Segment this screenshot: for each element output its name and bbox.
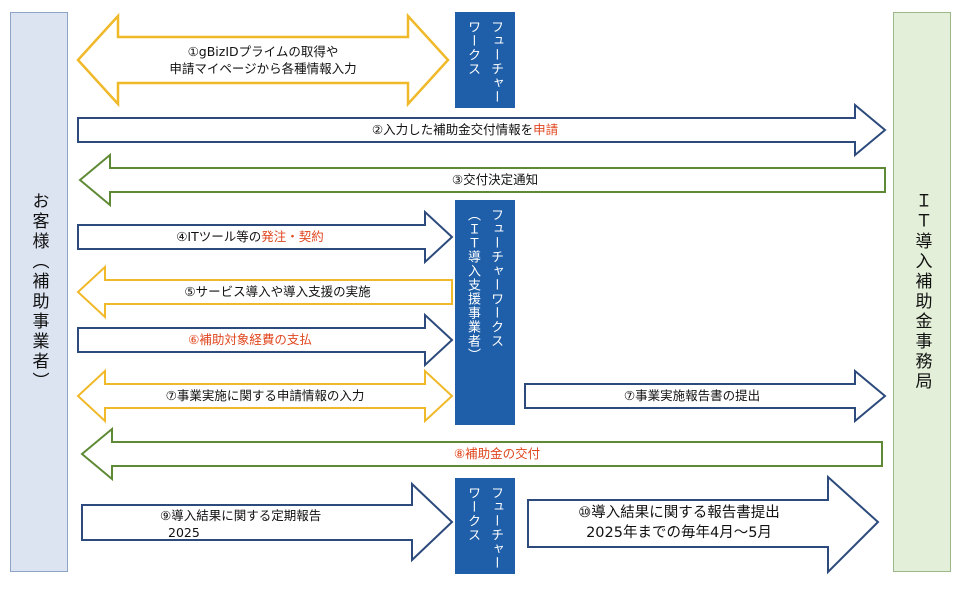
futureworks-box-1: フューチャー ワークス (455, 12, 515, 108)
step-2-label: ②入力した補助金交付情報を申請 (80, 121, 850, 138)
step-7a-label: ⑦事業実施に関する申請情報の入力 (105, 387, 425, 404)
ft3-line1: フューチャー (488, 486, 503, 570)
step-4-label: ④ITツール等の発注・契約 (80, 228, 420, 245)
ft1-line1: フューチャー (488, 20, 503, 104)
step-6-label: ⑥補助対象経費の支払 (80, 331, 420, 348)
customer-label: お客様（補助事業者） (28, 192, 49, 392)
arrow-step-7a (76, 368, 454, 424)
step-4-text: ④ITツール等の (176, 229, 262, 244)
step-5-label: ⑤サービス導入や導入支援の実施 (105, 283, 450, 300)
step-10-label: ⑩導入結果に関する報告書提出 2025年までの毎年4月～5月 (530, 503, 828, 543)
ft2-line1: フューチャーワークス (488, 208, 503, 348)
step-4-highlight: 発注・契約 (261, 229, 324, 244)
step-9-line1: ⑨導入結果に関する定期報告 (160, 508, 322, 523)
arrow-step-8 (80, 426, 883, 482)
customer-box: お客様（補助事業者） (10, 12, 68, 572)
arrow-step-7b (524, 368, 887, 424)
futureworks-box-2: フューチャーワークス （ＩＴ導入支援事業者） (455, 200, 515, 425)
arrow-step-1 (76, 12, 450, 108)
step-6-highlight: ⑥補助対象経費の支払 (188, 332, 312, 347)
step-7a-text: ⑦事業実施に関する申請情報の入力 (165, 388, 365, 403)
step-9-label: ⑨導入結果に関する定期報告 2025 (160, 507, 400, 541)
arrow-step-6 (77, 312, 454, 368)
step-10-line1: ⑩導入結果に関する報告書提出 (578, 505, 780, 521)
step-7b-text: ⑦事業実施報告書の提出 (623, 388, 761, 403)
step-7b-label: ⑦事業実施報告書の提出 (527, 387, 857, 404)
ft1-line2: ワークス (465, 20, 480, 76)
arrow-step-5 (76, 264, 453, 320)
step-8-label: ⑧補助金の交付 (112, 445, 882, 462)
step-1-label: ①gBizIDプライムの取得や 申請マイページから各種情報入力 (118, 43, 408, 77)
arrow-step-9 (81, 481, 454, 563)
step-2-highlight: 申請 (533, 122, 559, 137)
ft3-line2: ワークス (465, 486, 480, 542)
arrow-step-10 (527, 474, 880, 575)
arrow-step-2 (77, 102, 887, 158)
secretariat-box: ＩＴ導入補助金事務局 (893, 12, 951, 572)
step-3-text: ③交付決定通知 (451, 172, 539, 187)
step-5-text: ⑤サービス導入や導入支援の実施 (184, 284, 371, 299)
step-1-line2: 申請マイページから各種情報入力 (169, 61, 357, 76)
futureworks-box-3: フューチャー ワークス (455, 478, 515, 574)
step-10-line2: 2025年までの毎年4月～5月 (586, 525, 772, 541)
step-2-text: ②入力した補助金交付情報を (371, 122, 534, 137)
step-9-line2: 2025 (168, 525, 200, 540)
secretariat-label: ＩＴ導入補助金事務局 (911, 192, 932, 392)
step-1-line1: ①gBizIDプライムの取得や (187, 44, 339, 59)
arrow-step-3 (78, 152, 886, 208)
step-8-highlight: ⑧補助金の交付 (453, 446, 541, 461)
step-3-label: ③交付決定通知 (110, 171, 880, 188)
ft2-line2: （ＩＴ導入支援事業者） (465, 208, 480, 362)
arrow-step-4 (77, 209, 454, 265)
